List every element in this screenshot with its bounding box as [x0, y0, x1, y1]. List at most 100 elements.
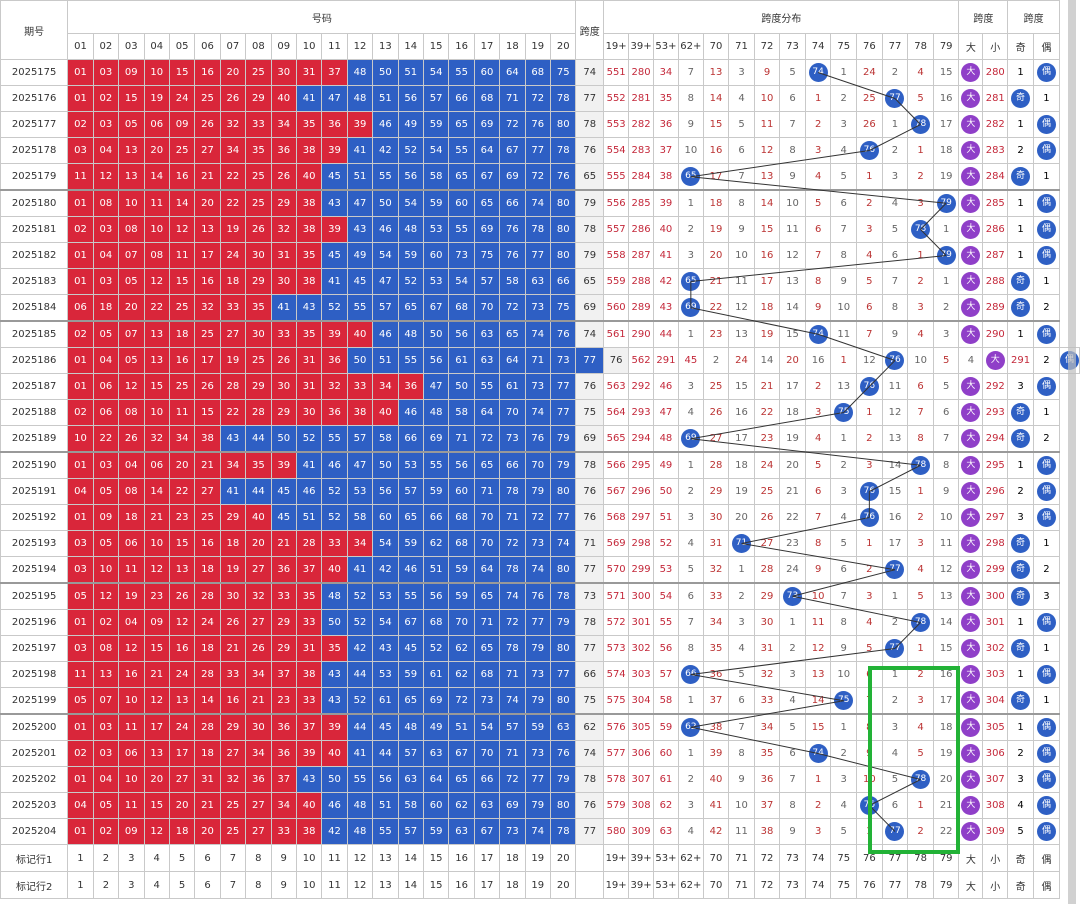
num-col-header: 02: [92, 33, 120, 60]
number-cell: 70: [448, 609, 475, 636]
number-cell: 32: [194, 294, 221, 322]
span-hit-marker: 62: [681, 718, 701, 737]
size-small-cell: 300: [982, 582, 1009, 610]
footer-dist: 72: [753, 871, 781, 899]
number-cell: 58: [422, 163, 450, 191]
number-cell: 26: [270, 347, 297, 374]
parity-odd-cell: 奇: [1007, 85, 1034, 112]
distribution-cell: 38: [702, 713, 730, 741]
number-cell: 65: [473, 189, 501, 217]
count-cell: 307: [628, 766, 654, 793]
big-marker: 大: [961, 167, 981, 186]
period-cell: 2025186: [0, 347, 69, 374]
number-cell: 35: [295, 242, 323, 269]
footer-cnt: 53+: [652, 844, 679, 872]
distribution-cell: 4: [907, 556, 934, 584]
dist-col-header: 71: [728, 33, 755, 60]
number-cell: 62: [448, 661, 475, 688]
distribution-cell: 76: [856, 504, 883, 531]
distribution-cell: 13: [804, 661, 832, 688]
distribution-cell: 6: [830, 189, 858, 217]
number-cell: 06: [118, 530, 145, 557]
number-cell: 76: [549, 163, 577, 191]
number-cell: 55: [346, 766, 374, 793]
number-cell: 20: [245, 530, 272, 557]
count-cell: 575: [603, 687, 630, 715]
number-cell: 31: [295, 347, 323, 374]
distribution-cell: 18: [728, 451, 755, 479]
span-value-cell: 79: [575, 242, 605, 269]
number-cell: 32: [143, 425, 170, 453]
distribution-cell: 6: [728, 687, 755, 715]
footer-dist: 77: [881, 844, 909, 872]
odd-marker: 奇: [1011, 639, 1031, 658]
number-cell: 15: [168, 268, 196, 295]
footer-dist: 77: [881, 871, 909, 899]
number-cell: 26: [194, 373, 221, 400]
distribution-cell: 5: [830, 818, 858, 845]
distribution-cell: 3: [804, 818, 832, 845]
size-big-cell: 大: [958, 582, 984, 610]
dist-col-header: 74: [804, 33, 832, 60]
number-cell: 30: [270, 373, 297, 400]
big-marker: 大: [961, 665, 981, 684]
span-hit-marker: 77: [885, 822, 905, 841]
number-cell: 55: [372, 818, 399, 845]
vertical-scrollbar[interactable]: [1068, 0, 1076, 904]
number-cell: 58: [448, 399, 475, 426]
number-cell: 43: [295, 294, 323, 322]
number-cell: 05: [67, 687, 94, 715]
count-cell: 562: [628, 347, 654, 374]
number-cell: 12: [92, 163, 120, 191]
distribution-cell: 2: [804, 373, 832, 400]
count-cell: 287: [628, 242, 654, 269]
number-cell: 31: [295, 635, 323, 662]
number-cell: 25: [245, 163, 272, 191]
distribution-cell: 3: [830, 478, 858, 505]
number-cell: 59: [422, 478, 450, 505]
footer-dist: 79: [932, 871, 960, 899]
number-cell: 38: [295, 189, 323, 217]
footer-num: 19: [524, 871, 552, 899]
size-big-cell: 大: [958, 740, 984, 767]
number-cell: 52: [295, 425, 323, 453]
even-marker: 偶: [1036, 141, 1056, 160]
distribution-cell: 74: [804, 59, 832, 86]
distribution-cell: 13: [728, 320, 755, 348]
number-cell: 27: [219, 320, 247, 348]
number-cell: 72: [499, 294, 526, 322]
number-cell: 02: [67, 320, 94, 348]
number-cell: 66: [499, 189, 526, 217]
distribution-cell: 8: [779, 137, 806, 164]
number-cell: 32: [270, 216, 297, 243]
number-cell: 19: [219, 347, 247, 374]
even-marker: 偶: [1036, 482, 1056, 501]
number-cell: 59: [397, 530, 424, 557]
count-cell: 286: [628, 216, 654, 243]
size-big-cell: 大: [958, 59, 984, 86]
number-cell: 05: [118, 268, 145, 295]
number-cell: 02: [67, 740, 94, 767]
distribution-cell: 5: [881, 766, 909, 793]
footer-num: 15: [422, 871, 450, 899]
distribution-cell: 1: [830, 347, 858, 374]
distribution-cell: 12: [728, 294, 755, 322]
number-cell: 40: [321, 556, 348, 584]
distribution-cell: 1: [907, 792, 934, 819]
span-hit-marker: 78: [911, 456, 931, 475]
count-cell: 66: [677, 661, 704, 688]
distribution-cell: 8: [830, 609, 858, 636]
distribution-cell: 11: [728, 268, 755, 295]
count-cell: 303: [628, 661, 654, 688]
number-cell: 26: [168, 582, 196, 610]
distribution-cell: 16: [753, 242, 781, 269]
number-cell: 59: [397, 242, 424, 269]
dist-col-header: 77: [881, 33, 909, 60]
number-cell: 24: [219, 242, 247, 269]
number-cell: 65: [473, 635, 501, 662]
number-cell: 34: [168, 425, 196, 453]
